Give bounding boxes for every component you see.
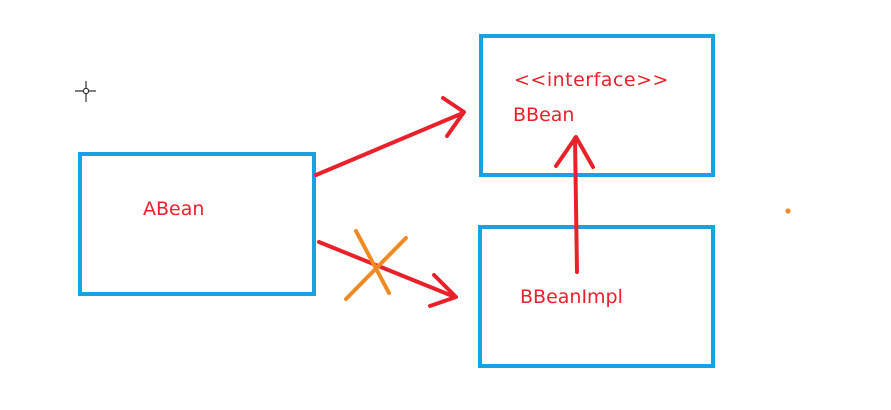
bbeanimpl-box (478, 225, 715, 368)
cross-out-icon (344, 229, 408, 301)
abean-label: ABean (143, 198, 205, 220)
bbean-label: BBean (513, 104, 575, 126)
bbean-interface-box (479, 34, 715, 177)
interface-stereotype-label: <<interface>> (514, 69, 669, 91)
arrow-bbeanimpl-to-bbean (554, 135, 595, 274)
arrow-abean-to-bbeanimpl (317, 240, 458, 308)
arrow-abean-to-bbean (314, 96, 466, 177)
bbeanimpl-label: BBeanImpl (520, 286, 623, 308)
stray-dot (785, 208, 791, 214)
abean-box (78, 152, 316, 296)
crosshair-cursor-icon (75, 81, 96, 102)
